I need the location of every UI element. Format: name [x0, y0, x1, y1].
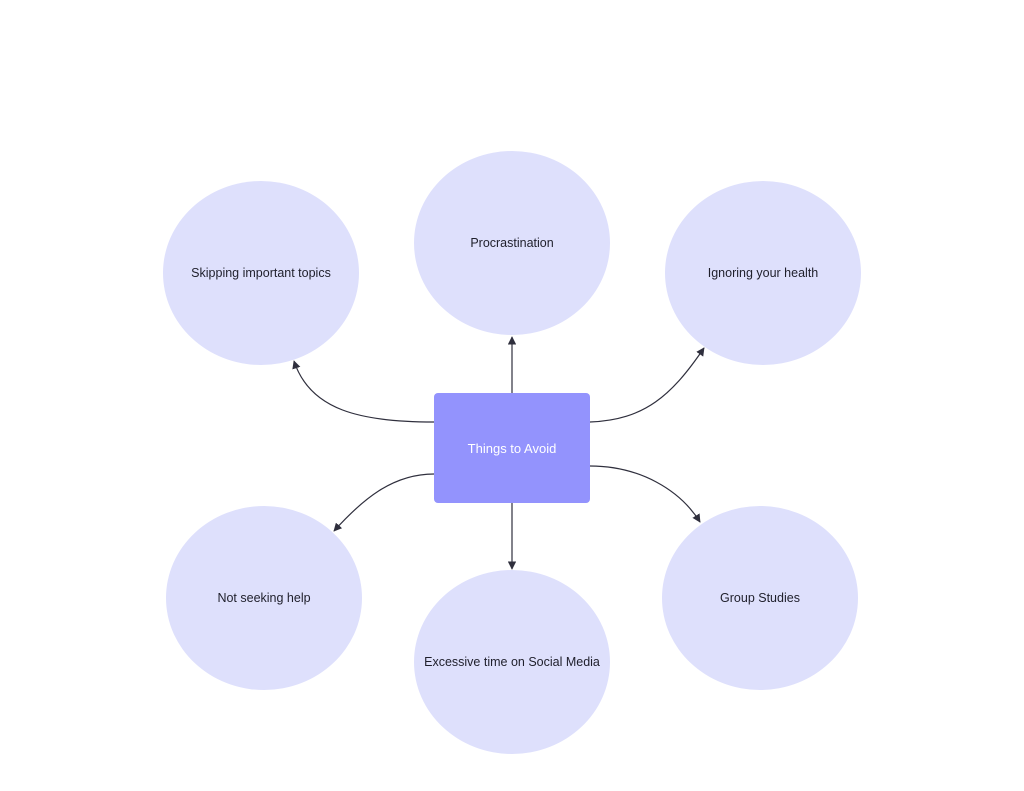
node-not-seeking-help[interactable]: Not seeking help — [166, 506, 362, 690]
edge-center-group — [589, 465, 701, 523]
node-not-seeking-help-label: Not seeking help — [217, 591, 311, 605]
node-ignoring-your-health[interactable]: Ignoring your health — [665, 181, 861, 365]
center-node-things-to-avoid[interactable]: Things to Avoid — [434, 393, 590, 503]
edge-center-health — [589, 347, 705, 423]
center-node-label: Things to Avoid — [467, 440, 557, 456]
node-excessive-time-on-social-media[interactable]: Excessive time on Social Media — [414, 570, 610, 754]
edge-center-skipping — [292, 360, 435, 423]
node-group-studies[interactable]: Group Studies — [662, 506, 858, 690]
node-skipping-important-topics[interactable]: Skipping important topics — [163, 181, 359, 365]
node-ignoring-your-health-label: Ignoring your health — [707, 266, 819, 280]
node-skipping-important-topics-label: Skipping important topics — [191, 266, 331, 280]
edge-center-help — [333, 473, 435, 532]
node-excessive-time-on-social-media-label: Excessive time on Social Media — [424, 655, 600, 669]
node-procrastination[interactable]: Procrastination — [414, 151, 610, 335]
node-procrastination-label: Procrastination — [470, 236, 554, 250]
node-group-studies-label: Group Studies — [720, 591, 800, 605]
